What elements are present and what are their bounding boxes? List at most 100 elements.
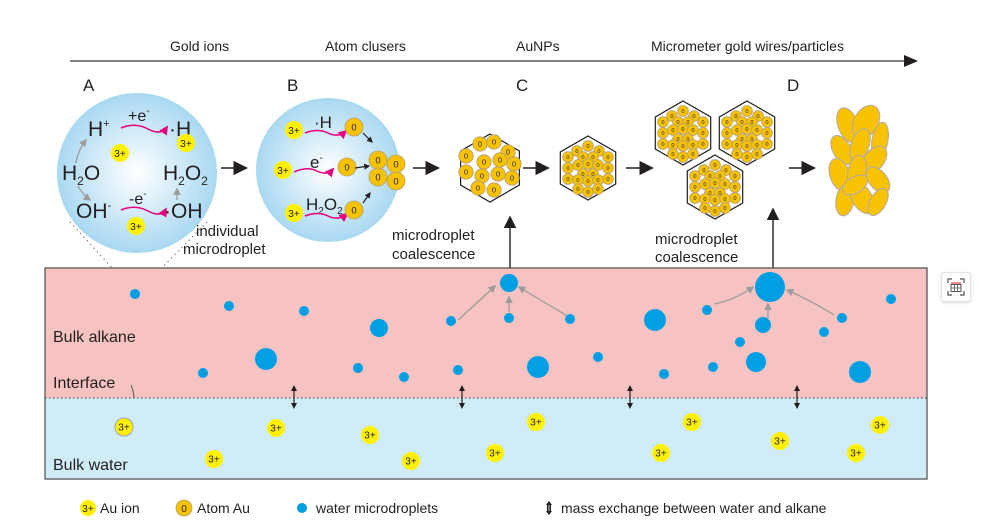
atom-au: 0 <box>741 105 753 117</box>
atom-au: 0 <box>719 202 731 214</box>
svg-text:3+: 3+ <box>288 126 300 137</box>
atom-au-b-3: 0 <box>368 150 388 170</box>
svg-text:0: 0 <box>586 179 589 185</box>
au-ion-a3: 3+ <box>127 217 145 235</box>
atom-au-b-0: 0 <box>344 117 364 137</box>
svg-text:0: 0 <box>693 196 696 202</box>
panel-label-c: C <box>516 76 528 95</box>
individual-microdroplet-label-1: individual <box>196 223 259 240</box>
svg-text:3+: 3+ <box>489 449 501 460</box>
atom-au: 0 <box>751 139 763 151</box>
water-microdroplet <box>504 313 514 323</box>
atom-au: 0 <box>689 181 701 193</box>
svg-text:0: 0 <box>725 142 728 148</box>
svg-text:0: 0 <box>576 163 579 169</box>
water-microdroplet <box>453 365 463 375</box>
interface-pointer <box>130 384 135 399</box>
water-microdroplet <box>644 309 666 331</box>
au-ion-water: 3+ <box>652 444 670 462</box>
minus-e-label: -e- <box>129 189 147 208</box>
water-microdroplet <box>708 362 718 372</box>
atom-au-b-6: 0 <box>386 171 406 191</box>
svg-text:3+: 3+ <box>288 209 300 220</box>
atom-au: 0 <box>751 148 763 160</box>
atom-au: 0 <box>602 162 614 174</box>
svg-text:0: 0 <box>745 109 748 115</box>
au-ion-water: 3+ <box>402 452 420 470</box>
merge-arrow-2a <box>713 286 755 305</box>
svg-text:0: 0 <box>393 176 398 187</box>
atom-au: 0 <box>721 138 733 150</box>
water-microdroplet <box>130 289 140 299</box>
atom-au: 0 <box>562 173 574 185</box>
svg-text:3+: 3+ <box>530 418 542 429</box>
legend-water-swatch <box>297 503 307 513</box>
svg-text:0: 0 <box>713 209 716 215</box>
bulk-alkane-region <box>45 268 927 398</box>
svg-text:0: 0 <box>703 206 706 212</box>
atom-au: 0 <box>721 127 733 139</box>
merge-arrow-1a <box>457 284 497 321</box>
water-microdroplet <box>446 316 456 326</box>
interface-label: Interface <box>53 375 115 392</box>
svg-text:0: 0 <box>735 152 738 158</box>
gold-wires-cluster <box>828 104 891 217</box>
svg-text:0: 0 <box>512 160 516 169</box>
merge-arrow-1c <box>517 286 567 316</box>
atom-au: 0 <box>657 127 669 139</box>
water-microdroplets <box>130 272 896 383</box>
timeline-arrowhead <box>904 55 918 67</box>
individual-microdroplet-label-2: microdroplet <box>183 241 266 258</box>
atom-au: 0 <box>472 136 488 152</box>
svg-text:0: 0 <box>671 143 674 149</box>
atom-au-b-5: 0 <box>368 167 388 187</box>
svg-text:0: 0 <box>566 155 569 161</box>
svg-text:0: 0 <box>492 138 496 147</box>
svg-text:0: 0 <box>745 155 748 161</box>
svg-text:0: 0 <box>691 128 694 134</box>
panel-label-b: B <box>287 76 298 95</box>
svg-text:0: 0 <box>586 162 589 168</box>
atom-au: 0 <box>458 148 474 164</box>
svg-text:0: 0 <box>723 197 726 203</box>
atom-au: 0 <box>699 202 711 214</box>
svg-text:0: 0 <box>576 187 579 193</box>
legend-au-ion-label: Au ion <box>100 500 140 516</box>
table-scan-button[interactable] <box>941 272 971 302</box>
svg-text:0: 0 <box>375 155 380 166</box>
svg-text:3+: 3+ <box>118 423 130 434</box>
svg-text:0: 0 <box>351 205 356 216</box>
svg-text:0: 0 <box>755 128 758 134</box>
water-microdroplet <box>593 352 603 362</box>
atom-au: 0 <box>741 140 753 152</box>
svg-text:0: 0 <box>575 149 578 155</box>
b-arrow-1 <box>304 129 348 140</box>
svg-text:0: 0 <box>765 131 768 137</box>
svg-text:0: 0 <box>661 120 664 126</box>
au-ion-water: 3+ <box>361 426 379 444</box>
water-microdroplet <box>837 313 847 323</box>
au-ion-water: 3+ <box>205 450 223 468</box>
bulk-frame <box>44 267 928 480</box>
svg-text:0: 0 <box>691 143 694 149</box>
svg-text:0: 0 <box>750 120 753 126</box>
svg-text:0: 0 <box>606 155 609 161</box>
svg-text:0: 0 <box>591 172 594 178</box>
atom-au: 0 <box>486 134 502 150</box>
atom-au: 0 <box>729 170 741 182</box>
bulk-alkane-label: Bulk alkane <box>53 329 136 346</box>
svg-text:0: 0 <box>480 172 484 181</box>
svg-text:0: 0 <box>566 166 569 172</box>
atom-au: 0 <box>458 164 474 180</box>
atom-au-b-1: 0 <box>337 157 357 177</box>
bulk-water-label: Bulk water <box>53 457 128 474</box>
au-ion-water: 3+ <box>683 413 701 431</box>
svg-text:0: 0 <box>597 149 600 155</box>
atom-au: 0 <box>721 116 733 128</box>
mass-exchange-arrow <box>627 385 633 409</box>
au-ion-water: 3+ <box>527 413 545 431</box>
svg-text:0: 0 <box>496 170 500 179</box>
svg-text:0: 0 <box>713 198 716 204</box>
